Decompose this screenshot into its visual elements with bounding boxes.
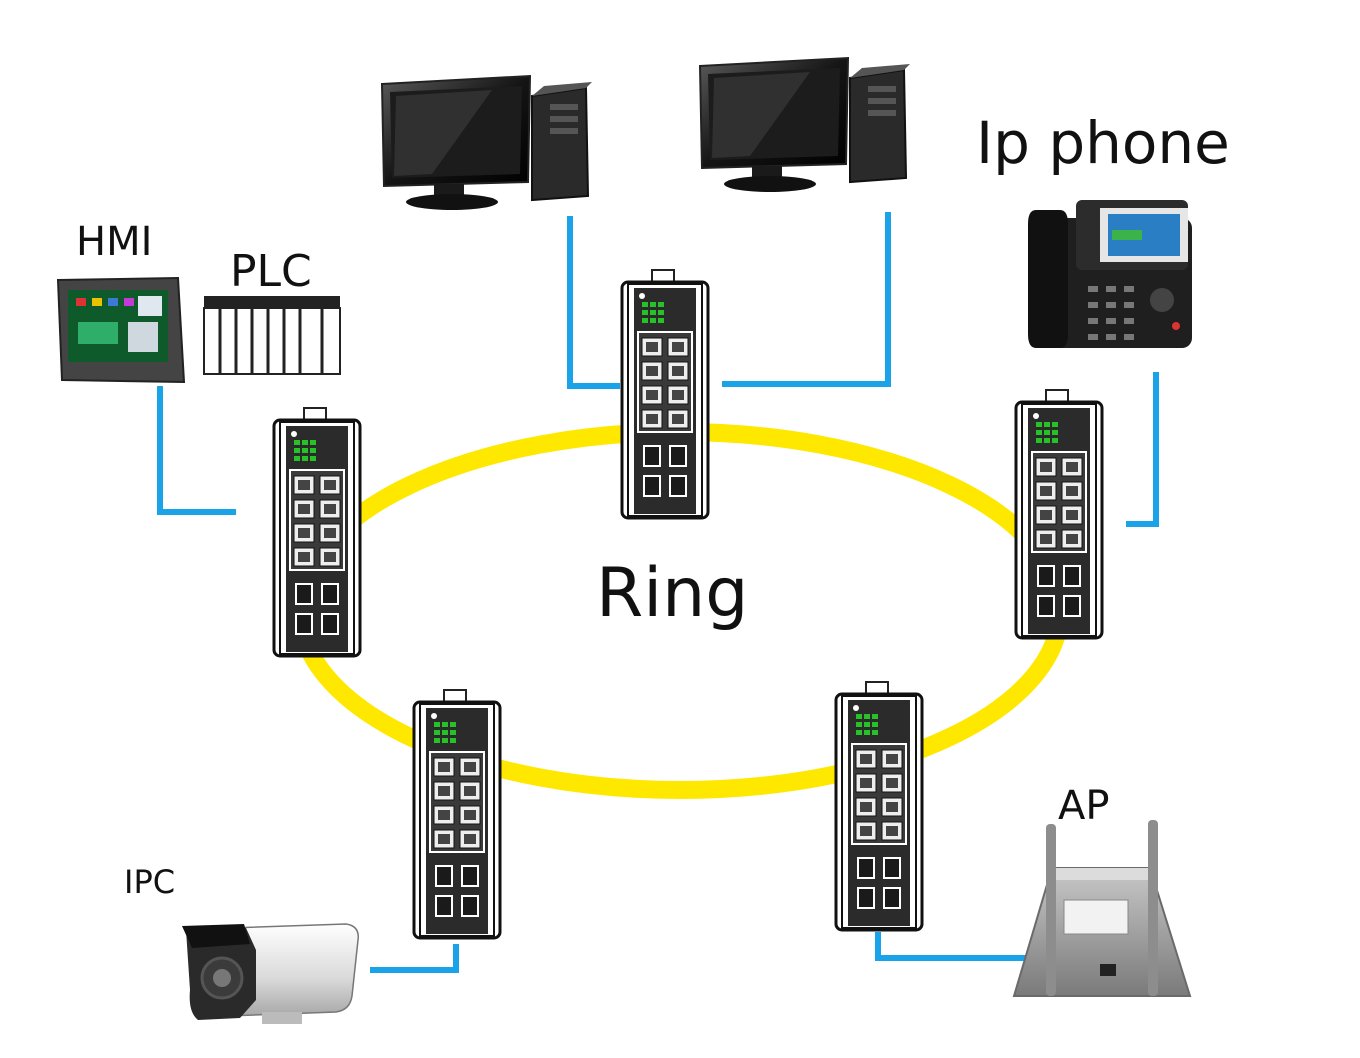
hmi-label: HMI (76, 219, 153, 265)
ring-label: Ring (596, 554, 749, 633)
switch-bottom-right (834, 680, 924, 932)
plc-icon (203, 296, 341, 375)
desktop-pc-icon-left (381, 75, 593, 211)
link-ip-phone (1126, 372, 1159, 527)
link-ipc (370, 944, 459, 973)
hmi-icon (56, 276, 186, 384)
ip-phone-label: Ip phone (976, 109, 1230, 177)
link-pc-left (567, 216, 620, 389)
link-pc-right (722, 212, 891, 387)
ip-phone-icon (1028, 200, 1192, 348)
device-links (157, 212, 1159, 973)
access-point-icon (1012, 820, 1192, 997)
link-ap (875, 932, 1030, 961)
switch-left (272, 406, 362, 658)
switch-bottom-left (412, 688, 502, 940)
desktop-pc-icon-right (699, 57, 911, 193)
plc-label: PLC (230, 246, 312, 297)
link-hmi (157, 386, 236, 515)
ap-label: AP (1058, 783, 1110, 829)
switch-top (620, 268, 710, 520)
switch-right (1014, 388, 1104, 640)
ipc-label: IPC (124, 863, 176, 901)
ipc-camera-icon (182, 923, 359, 1024)
